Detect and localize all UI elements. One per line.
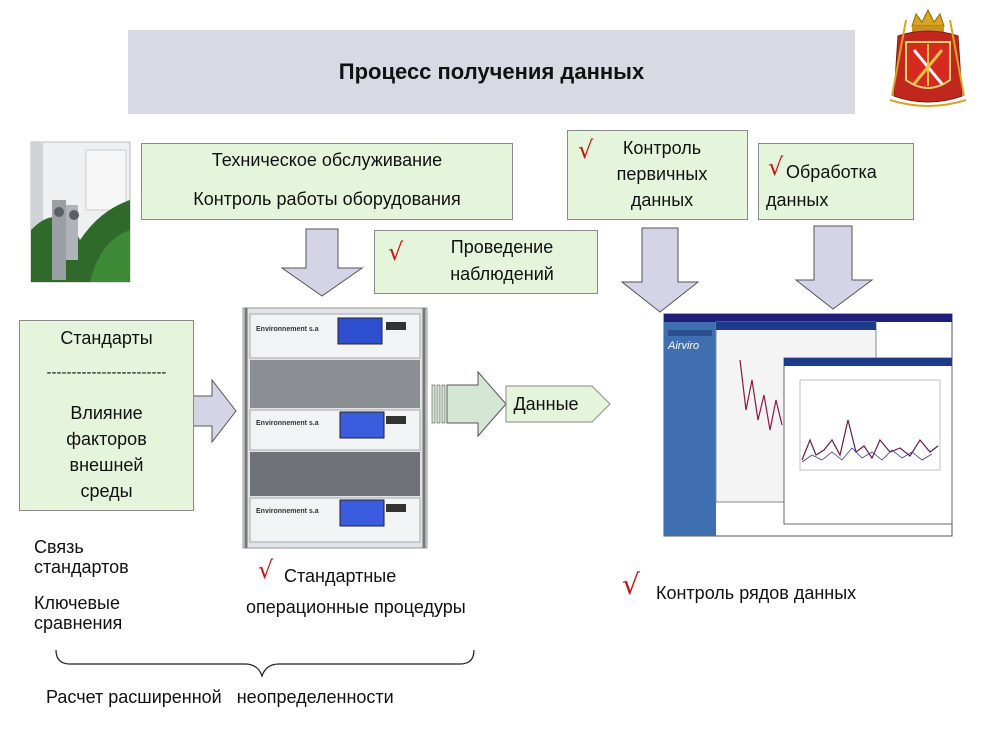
arrow-right-data: [446, 370, 507, 438]
check-mark-sop: √: [258, 556, 274, 584]
check-mark-series-control: √: [622, 568, 640, 601]
observations-line-1: Проведение: [450, 237, 554, 257]
processing-line-2: данных: [766, 190, 829, 210]
standards-box: [19, 320, 194, 511]
processing-box: [758, 143, 914, 220]
equipment-brand-3: Environnement s.a: [256, 508, 319, 515]
standards-link-line-1: Связь: [34, 537, 84, 557]
standards-divider: ------------------------: [46, 364, 167, 381]
standards-line-4: внешней: [69, 455, 144, 475]
check-mark-processing: √: [768, 153, 784, 181]
primary-control-line-2: первичных: [616, 164, 708, 184]
standards-line-3: факторов: [66, 429, 147, 449]
series-control-label: Контроль рядов данных: [656, 583, 857, 603]
check-mark-observations: √: [388, 238, 404, 266]
observations-line-2: наблюдений: [450, 264, 554, 284]
data-arrow-label: Данные: [513, 394, 579, 414]
sop-line-2: операционные процедуры: [246, 597, 466, 617]
key-comparisons-line-1: Ключевые: [34, 593, 120, 613]
airviro-logo-text: Airviro: [668, 340, 700, 352]
uncertainty-label: Расчет расширенной неопределенности: [46, 687, 394, 707]
page-title: Процесс получения данных: [338, 59, 645, 84]
arrow-down-2: [620, 227, 700, 313]
maintenance-line-1: Техническое обслуживание: [211, 150, 443, 170]
arrow-down-1: [280, 228, 364, 297]
primary-control-line-3: данных: [630, 190, 694, 210]
maintenance-line-2: Контроль работы оборудования: [193, 189, 461, 209]
primary-control-line-1: Контроль: [622, 138, 702, 158]
check-mark-primary-control: √: [578, 136, 594, 164]
standards-line-5: среды: [80, 481, 133, 501]
sop-line-1: Стандартные: [284, 566, 397, 586]
arrow-down-3: [794, 225, 874, 310]
standards-line-1: Стандарты: [60, 328, 153, 348]
airviro-software-screenshot: [663, 313, 953, 537]
key-comparisons-line-2: сравнения: [34, 613, 123, 633]
primary-control-box: [567, 130, 748, 220]
standards-line-2: Влияние: [70, 403, 143, 423]
station-photo: [30, 141, 131, 283]
processing-line-1: Обработка: [786, 162, 877, 182]
equipment-brand-2: Environnement s.a: [256, 420, 319, 427]
maintenance-box: [141, 143, 513, 220]
title-banner: [128, 30, 855, 114]
curly-brace: [55, 649, 475, 678]
observations-box: [374, 230, 598, 294]
standards-link-line-2: стандартов: [34, 557, 129, 577]
equipment-brand-1: Environnement s.a: [256, 326, 319, 333]
